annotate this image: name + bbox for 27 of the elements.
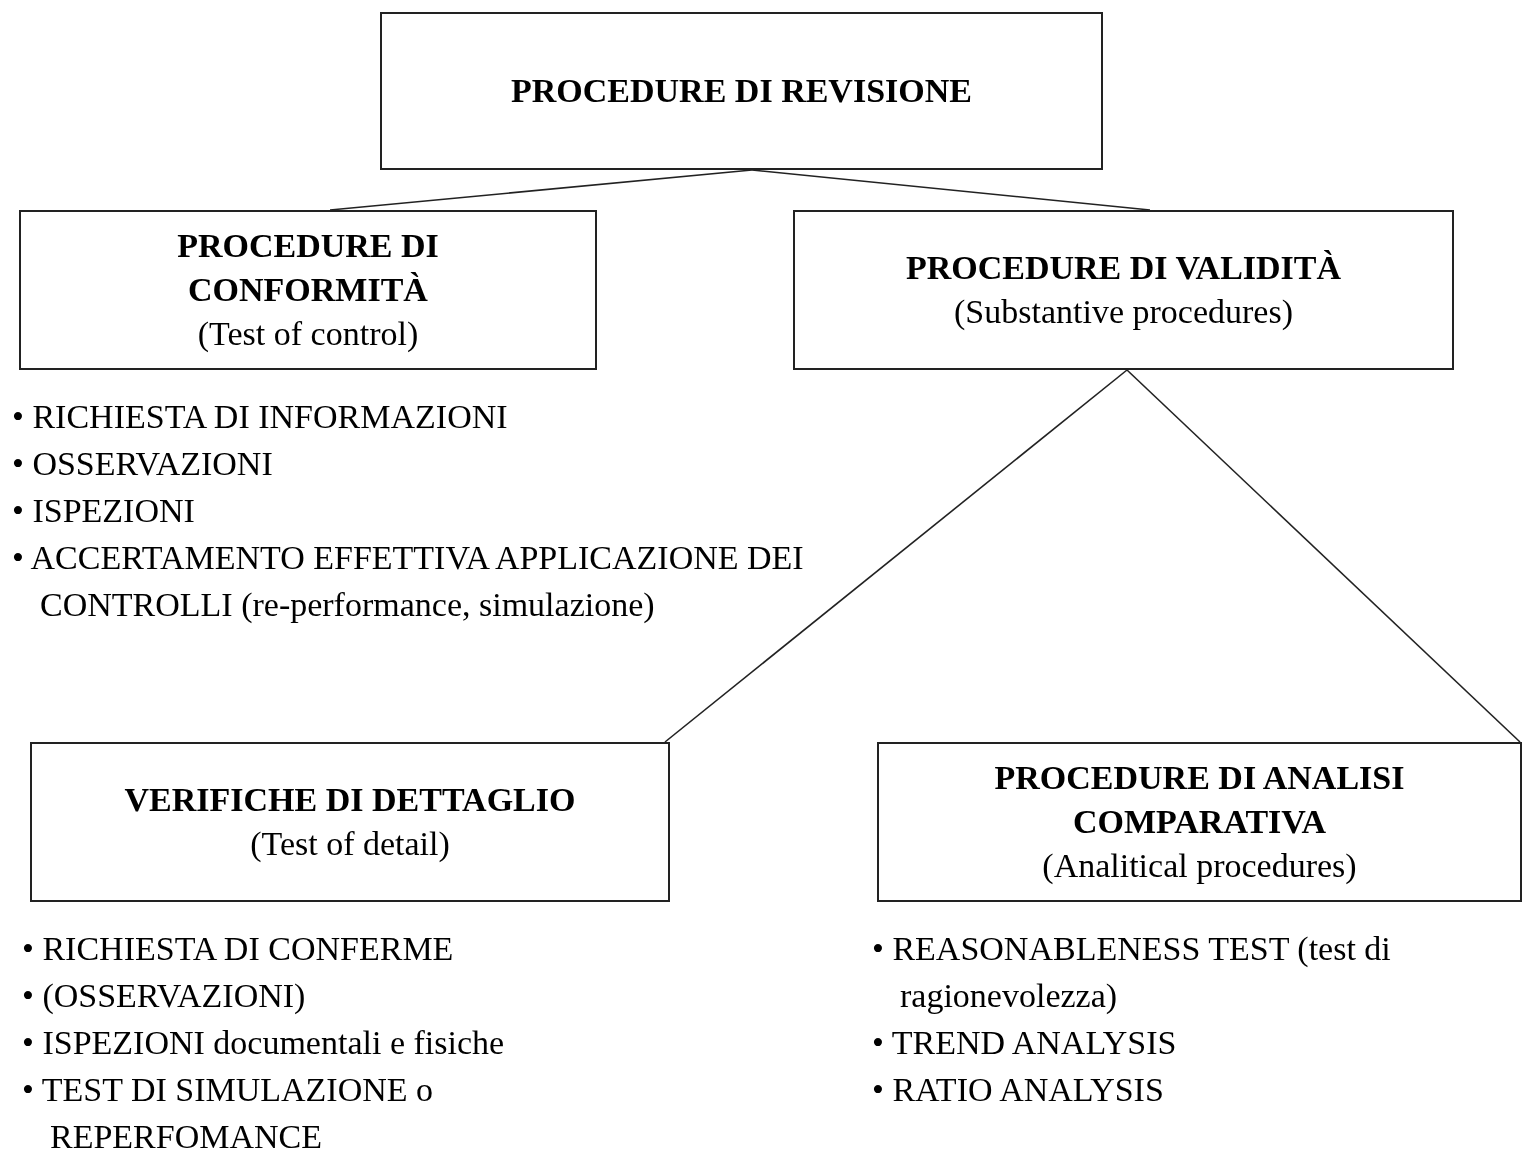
bullet-item: • ISPEZIONI [12, 491, 196, 531]
process-box [30, 742, 670, 902]
box-heading: PROCEDURE DI ANALISI COMPARATIVA [993, 757, 1406, 842]
box-heading: PROCEDURE DI VALIDITÀ [905, 247, 1342, 288]
bullet-item: • RICHIESTA DI CONFERME [22, 929, 455, 969]
box-heading: PROCEDURE DI CONFORMITÀ [176, 225, 440, 310]
bullet-item: • RATIO ANALYSIS [872, 1070, 1165, 1110]
bullet-item: • ISPEZIONI documentali e fisiche [22, 1023, 506, 1063]
process-box [19, 210, 597, 370]
box-subtitle: (Test of detail) [250, 824, 450, 864]
bullet-item: • RICHIESTA DI INFORMAZIONI [12, 397, 509, 437]
box-subtitle: (Analitical procedures) [1042, 846, 1357, 887]
process-box [877, 742, 1522, 902]
bullet-item: • TREND ANALYSIS [872, 1023, 1178, 1063]
bullet-item: • OSSERVAZIONI [12, 444, 274, 484]
process-box [380, 12, 1103, 170]
box-subtitle: (Substantive procedures) [954, 292, 1293, 332]
connector-line [664, 369, 1128, 743]
bullet-item: • ACCERTAMENTO EFFETTIVA APPLICAZIONE DEI CONTROLLI (re-performance, simulazione) [12, 538, 805, 625]
bullet-item: • TEST DI SIMULAZIONE o REPERFOMANCE [22, 1070, 435, 1152]
process-box [793, 210, 1454, 370]
box-heading: PROCEDURE DI REVISIONE [511, 70, 972, 111]
box-subtitle: (Test of control) [197, 314, 419, 355]
connector-line [1126, 369, 1521, 743]
bullet-item: • REASONABLENESS TEST (test di ragionevolezza) [872, 929, 1392, 1016]
bullet-item: • (OSSERVAZIONI) [22, 976, 307, 1016]
box-heading: VERIFICHE DI DETTAGLIO [124, 779, 576, 820]
